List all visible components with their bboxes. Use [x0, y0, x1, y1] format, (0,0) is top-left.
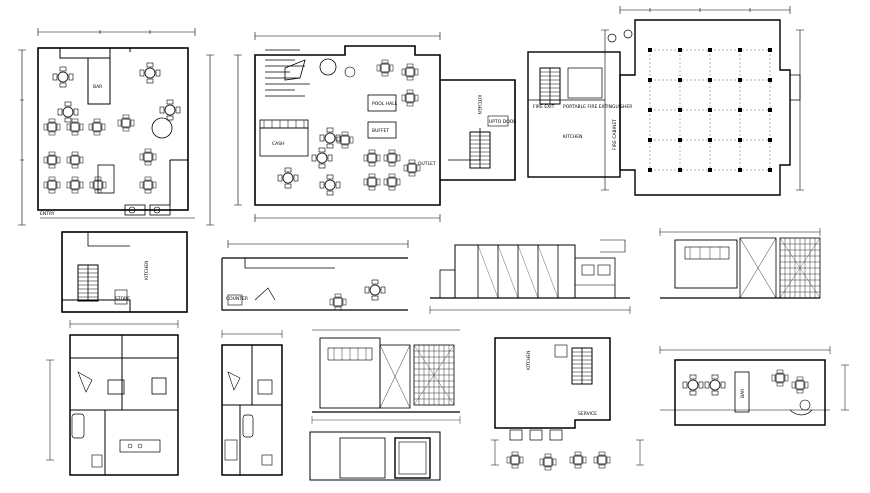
kitchen-label-1: KITCHEN	[144, 261, 150, 281]
store-label: STORE	[115, 296, 130, 302]
plan-restaurant-floor: BAR ENTRY	[18, 28, 214, 226]
dimension-lines	[18, 28, 214, 226]
pool-label: POOL HALL	[372, 101, 398, 107]
plan-dining-hall: CASH POOL HALL BUFFET UPTO DOOR KITCHEN …	[234, 32, 516, 222]
elevation-door	[309, 431, 441, 481]
kitchen-label-4: KITCHEN	[526, 351, 532, 371]
dimension-lines-2	[234, 32, 441, 222]
bar-label-2: BAR	[740, 389, 746, 398]
outlet-label: OUTLET	[418, 161, 436, 167]
plan-kitchen-service: KITCHEN SERVICE	[491, 337, 644, 471]
bar-counter	[87, 57, 111, 105]
plan-apartment-a	[46, 320, 179, 476]
plan-lounge-strip: COUNTER	[221, 240, 409, 311]
kitchen-label-3: KITCHEN	[563, 134, 583, 140]
cash-label: CASH	[272, 141, 284, 147]
plan-structural-grid: FIRE EXIT PORTABLE FIRE EXTINGUISHER KIT…	[527, 6, 804, 196]
fire-cabinet-label: FIRE CABINET	[612, 119, 618, 150]
portable-fire-label: PORTABLE FIRE EXTINGUISHER	[563, 104, 632, 110]
plan-bar-lounge: BAR	[659, 346, 849, 426]
elevation-front	[429, 239, 631, 314]
service-label: SERVICE	[578, 411, 597, 417]
bar-label: BAR	[93, 84, 102, 90]
kitchen-label-2: KITCHEN	[476, 95, 482, 115]
counter-label: COUNTER	[226, 296, 248, 302]
dimension-lines-3	[601, 6, 804, 191]
buffet-label: BUFFET	[372, 128, 389, 134]
legend-notes	[265, 49, 310, 97]
fire-exit-label: FIRE EXIT	[533, 104, 555, 110]
elevation-bar-wall	[659, 228, 821, 299]
plan-restaurant-annex: KITCHEN STORE	[61, 231, 188, 313]
entry-label-1: ENTRY	[40, 211, 55, 217]
plan-apartment-b	[221, 330, 283, 476]
upto-door-label: UPTO DOOR	[489, 119, 516, 125]
elevation-buffet	[311, 329, 461, 424]
outer-wall	[37, 47, 189, 211]
